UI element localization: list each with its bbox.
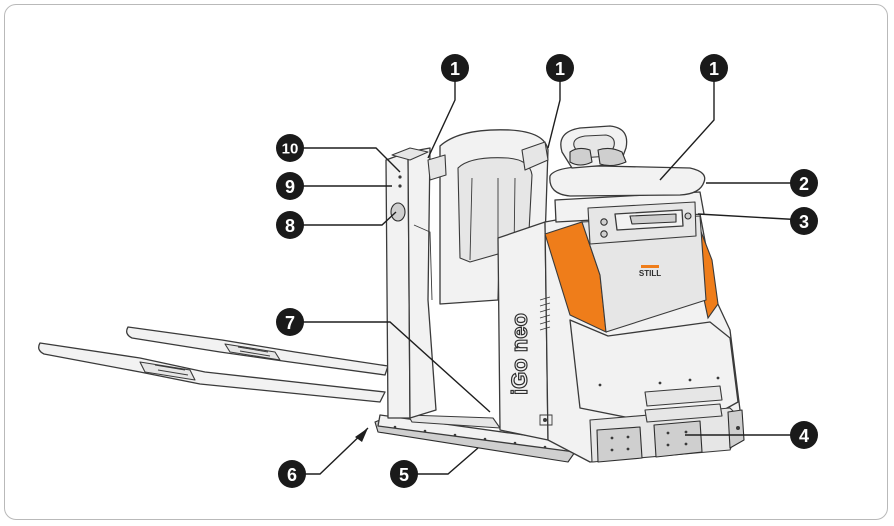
armrest-plate: [549, 165, 706, 197]
callout-9: 9: [276, 172, 304, 200]
callout-6: 6: [278, 460, 306, 488]
mast-control-knob: [390, 202, 406, 222]
model-text: iGo neo: [507, 313, 532, 395]
fork-front-roller: [139, 361, 196, 381]
callout-10-label: 10: [282, 141, 299, 158]
callout-1a: 1: [441, 54, 469, 82]
callout-8: 8: [276, 211, 304, 239]
callout-7-label: 7: [285, 313, 295, 333]
callout-5-label: 5: [399, 465, 409, 485]
leader-7: [290, 321, 491, 413]
callout-9-label: 9: [285, 177, 295, 197]
callout-3-label: 3: [799, 212, 809, 232]
leader-3: [697, 213, 805, 221]
leader-8: [290, 211, 397, 226]
leader-10: [290, 147, 401, 173]
callout-1c-label: 1: [709, 59, 719, 79]
mast-top-cap: [391, 147, 429, 161]
callout-2-label: 2: [799, 174, 809, 194]
leader-5: [404, 447, 479, 475]
callout-1c: 1: [700, 54, 728, 82]
fork-front: [38, 342, 386, 403]
callout-7: 7: [276, 308, 304, 336]
callout-8-label: 8: [285, 216, 295, 236]
mast-side: [385, 151, 411, 419]
still-logo: STILL: [639, 265, 661, 278]
callout-1b: 1: [546, 54, 574, 82]
logo-text: STILL: [639, 269, 661, 278]
fork-back-roller: [224, 343, 281, 361]
callout-6-label: 6: [287, 465, 297, 485]
callout-10: 10: [276, 134, 304, 162]
callout-1b-label: 1: [555, 59, 565, 79]
callout-3: 3: [790, 207, 818, 235]
chassis: [497, 211, 745, 463]
callout-2: 2: [790, 169, 818, 197]
mast-front: [407, 147, 437, 419]
callout-5: 5: [390, 460, 418, 488]
mast: [385, 147, 437, 419]
callout-4: 4: [790, 421, 818, 449]
callouts: 1 1 1 2 3 4 5: [276, 54, 818, 488]
callout-1a-label: 1: [450, 59, 460, 79]
forks: [38, 326, 389, 403]
backrest: [427, 129, 549, 305]
callout-4-label: 4: [799, 426, 809, 446]
leader-1c: [659, 68, 715, 181]
